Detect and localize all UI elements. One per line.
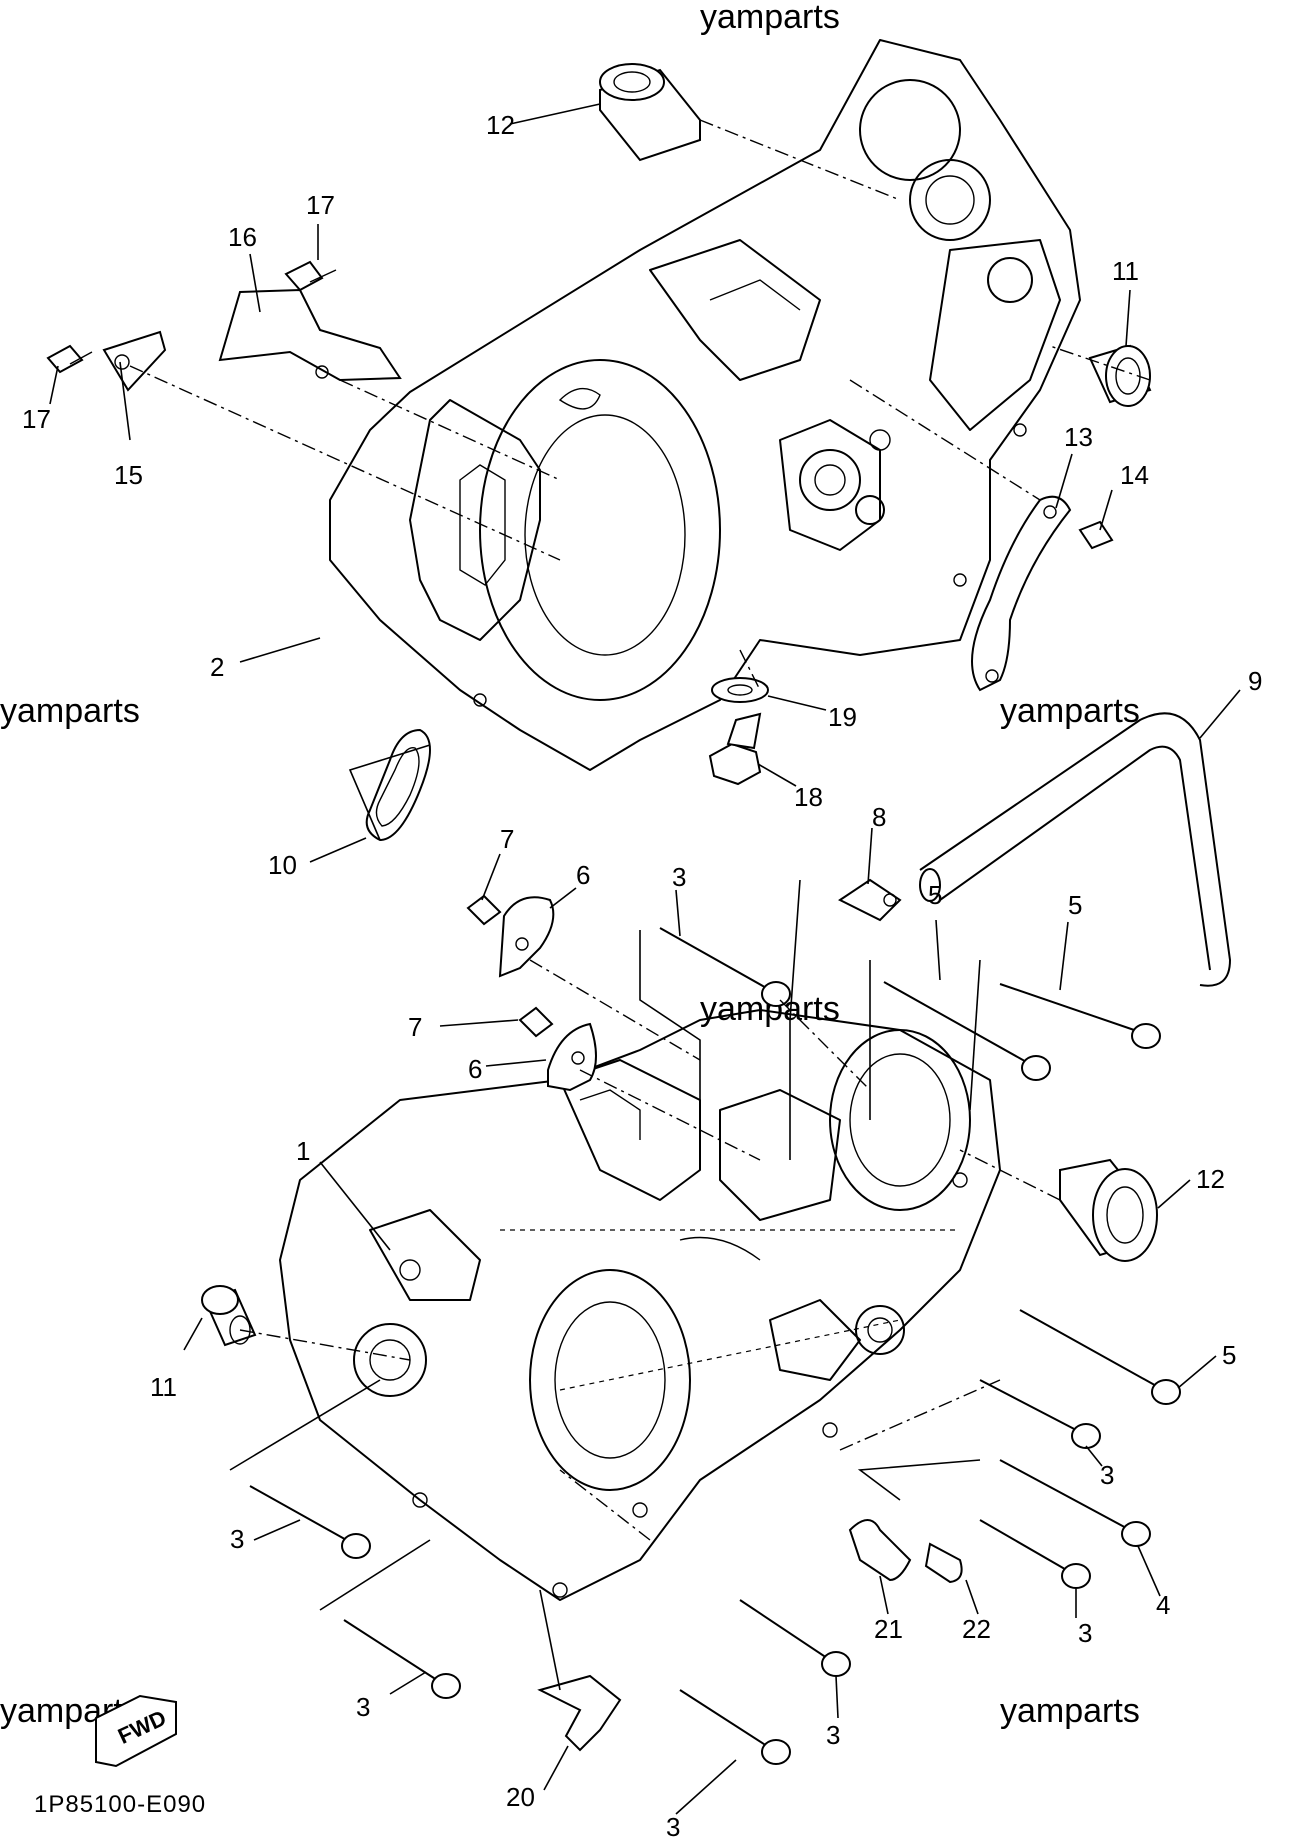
callout-18: 18 [794,782,823,812]
watermark: yamparts [0,692,140,730]
callout-17: 17 [22,404,51,434]
clip-21 [848,1519,912,1582]
bolt-22 [924,1542,963,1584]
callout-3: 3 [826,1720,840,1750]
hose-9 [919,712,1231,987]
callout-1: 1 [296,1136,310,1166]
guide-20 [537,1674,622,1752]
callout-2: 2 [210,652,224,682]
bolt-3-left [249,1485,371,1559]
bolt-3-bottom [679,1689,791,1765]
callout-8: 8 [872,802,886,832]
callout-11: 11 [150,1372,177,1402]
washer-19 [711,677,769,703]
callout-5: 5 [1068,890,1082,920]
callout-17: 17 [306,190,335,220]
callout-4: 4 [1156,1590,1170,1620]
callout-3: 3 [672,862,686,892]
o-ring-10 [365,728,431,842]
callout-7: 7 [408,1012,422,1042]
callout-3: 3 [230,1524,244,1554]
bearing-11-lower [201,1285,257,1347]
bolt-5-lower [1019,1309,1181,1405]
callout-labels: 12 17 16 11 17 15 13 14 2 9 19 18 8 10 7… [22,110,1262,1842]
callout-14: 14 [1120,460,1149,490]
callout-9: 9 [1248,666,1262,696]
callout-12: 12 [486,110,515,140]
bearing-12-lower [1059,1158,1158,1262]
callout-13: 13 [1064,422,1093,452]
callout-19: 19 [828,702,857,732]
callout-6: 6 [468,1054,482,1084]
bolt-5-upper-b [999,983,1161,1049]
clip-6-a [498,896,555,978]
callout-22: 22 [962,1614,991,1644]
callout-16: 16 [228,222,257,252]
bolt-5-upper-a [883,981,1051,1081]
diagram-code: 1P85100-E090 [34,1791,206,1818]
assembly-centerlines [129,119,1151,1691]
guide-16 [218,288,402,382]
callout-6: 6 [576,860,590,890]
watermark: yamparts [1000,692,1140,730]
callout-5: 5 [1222,1340,1236,1370]
plate-13 [971,495,1072,692]
callout-5: 5 [928,880,942,910]
watermark: yamparts [700,0,840,36]
bolt-3-bottom-mid [739,1599,851,1677]
bolt-3-right-b [979,1519,1091,1589]
drain-bolt-18 [708,712,762,786]
bolt-17-b [284,260,337,292]
screw-7-a [466,894,502,926]
clip-6-b [547,1022,597,1092]
callout-10: 10 [268,850,297,880]
leader-lines [49,103,1241,1815]
bracket-15 [102,330,167,392]
screw-14 [1078,520,1114,550]
callout-12: 12 [1196,1164,1225,1194]
bearing-12-top [599,63,701,162]
callout-7: 7 [500,824,514,854]
fwd-arrow-icon: FWD [95,1694,177,1768]
callout-15: 15 [114,460,143,490]
callout-11: 11 [1112,256,1139,286]
bolt-3-bottom-left [343,1619,461,1699]
bolt-3-upper [659,927,791,1007]
callout-3: 3 [666,1812,680,1842]
watermark: yamparts [1000,1692,1140,1730]
screw-7-b [518,1006,554,1038]
bolt-3-right-a [979,1379,1101,1449]
bolt-17-a [46,344,93,374]
callout-21: 21 [874,1614,903,1644]
callout-3: 3 [1100,1460,1114,1490]
bolt-4 [999,1459,1151,1547]
callout-3: 3 [356,1692,370,1722]
callout-20: 20 [506,1782,535,1812]
bearing-11-top [1088,344,1152,407]
crankcase-left-half [279,1009,1001,1601]
crankcase-right-half [329,39,1081,771]
fitting-8 [838,878,902,922]
callout-3: 3 [1078,1618,1092,1648]
